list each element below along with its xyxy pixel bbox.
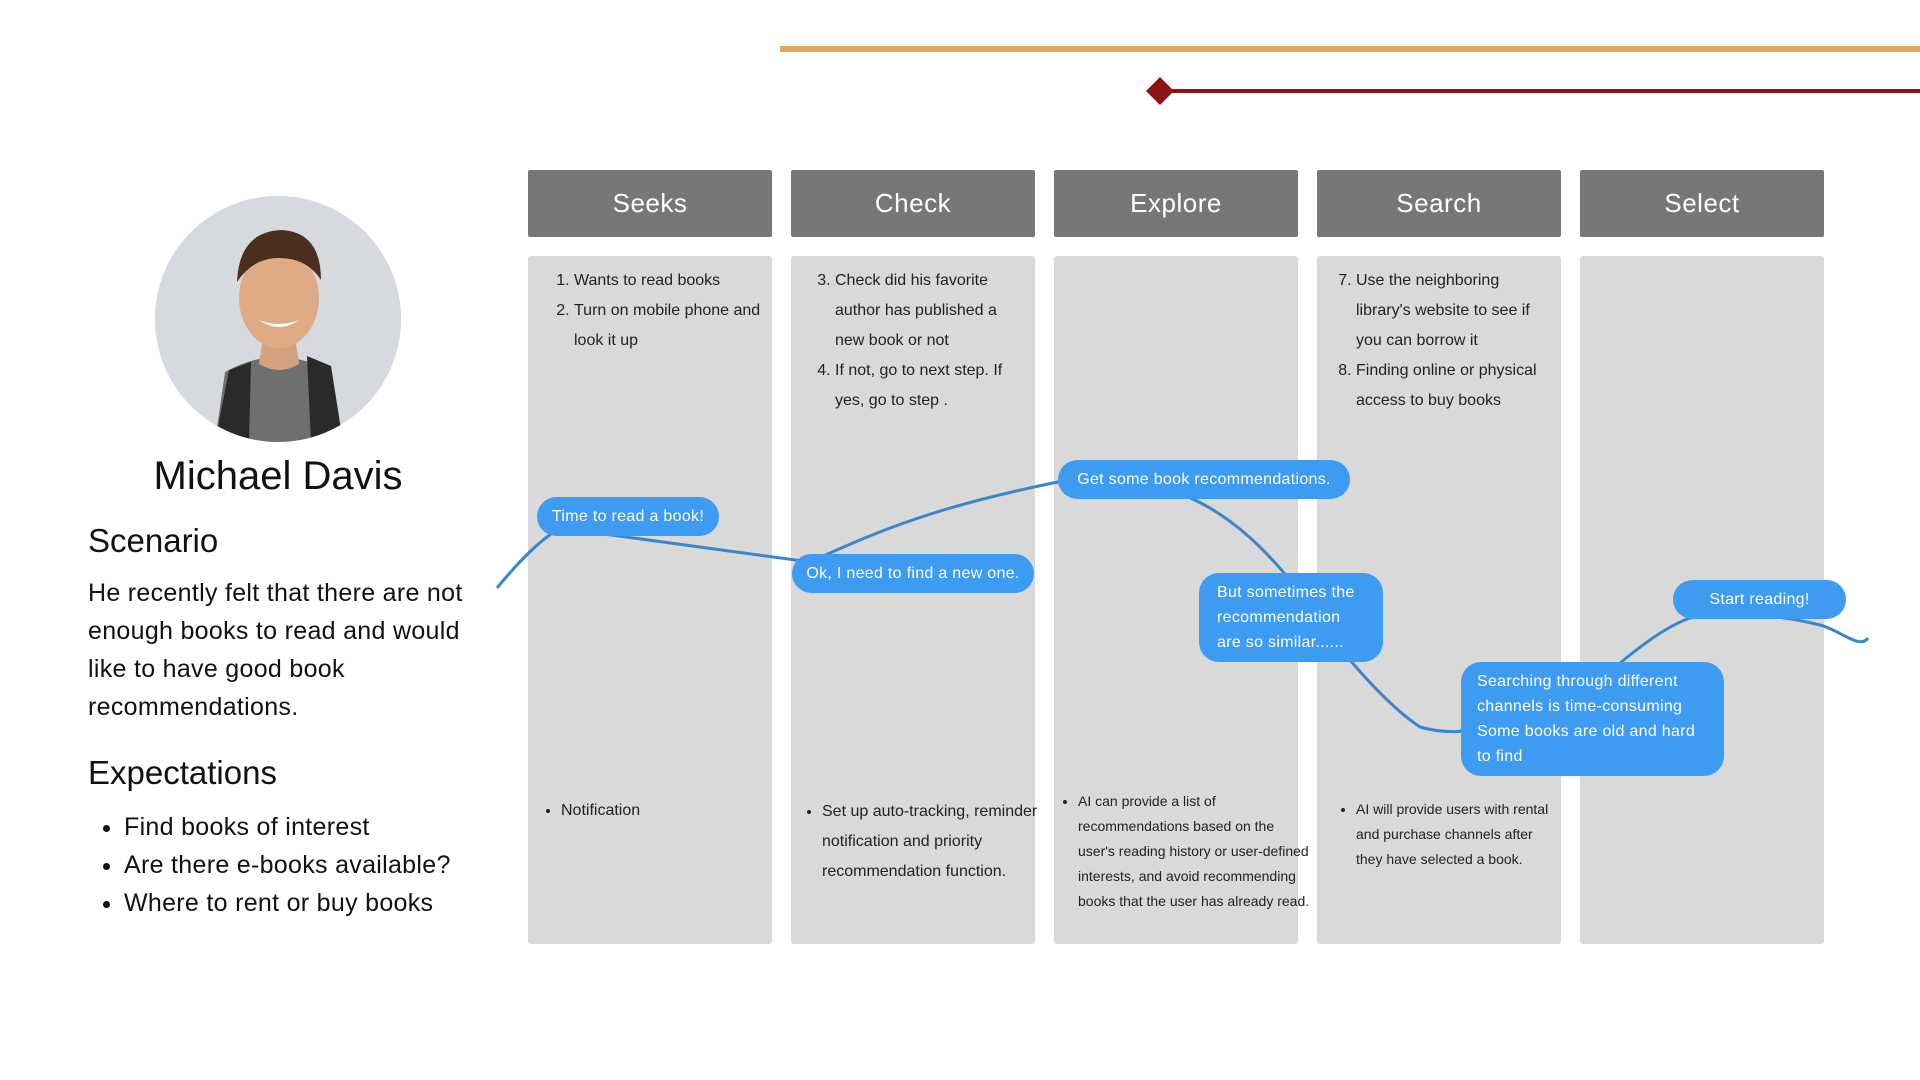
emotion-bubble: But sometimes the recommendation are so …: [1199, 573, 1383, 662]
emotion-bubble: Searching through different channels is …: [1461, 662, 1724, 776]
expectations-list: Find books of interest Are there e-books…: [88, 808, 451, 922]
expectation-item: Where to rent or buy books: [124, 884, 451, 922]
steps-list-search: Use the neighboring library's website to…: [1336, 266, 1546, 416]
feature-item: AI will provide users with rental and pu…: [1356, 797, 1556, 872]
scenario-heading: Scenario: [88, 522, 219, 559]
feature-item: Notification: [561, 796, 761, 826]
avatar: [155, 196, 401, 442]
step-item: Use the neighboring library's website to…: [1356, 266, 1546, 356]
step-item: Turn on mobile phone and look it up: [574, 296, 764, 356]
expectation-item: Find books of interest: [124, 808, 451, 846]
emotion-bubble: Get some book recommendations.: [1058, 460, 1350, 499]
steps-list-seeks: Wants to read books Turn on mobile phone…: [554, 266, 764, 356]
stage-header-check: Check: [791, 170, 1035, 237]
step-item: Check did his favorite author has publis…: [835, 266, 1025, 356]
expectations-heading: Expectations: [88, 754, 277, 791]
features-list-seeks: Notification: [543, 796, 761, 826]
emotion-bubble: Start reading!: [1673, 580, 1846, 619]
step-item: Finding online or physical access to buy…: [1356, 356, 1546, 416]
step-item: If not, go to next step. If yes, go to s…: [835, 356, 1025, 416]
red-diamond-marker: [1146, 77, 1174, 105]
stage-column-seeks: [528, 256, 772, 944]
features-list-explore: AI can provide a list of recommendations…: [1060, 789, 1312, 914]
feature-item: Set up auto-tracking, reminder notificat…: [822, 797, 1044, 887]
features-list-check: Set up auto-tracking, reminder notificat…: [804, 797, 1044, 887]
steps-list-check: Check did his favorite author has publis…: [815, 266, 1025, 416]
stage-header-search: Search: [1317, 170, 1561, 237]
person-photo-icon: [155, 196, 401, 442]
expectation-item: Are there e-books available?: [124, 846, 451, 884]
scenario-text: He recently felt that there are not enou…: [88, 579, 463, 721]
features-list-search: AI will provide users with rental and pu…: [1338, 797, 1556, 872]
persona-name: Michael Davis: [153, 454, 403, 498]
feature-item: AI can provide a list of recommendations…: [1078, 789, 1312, 914]
stage-header-select: Select: [1580, 170, 1824, 237]
stage-header-explore: Explore: [1054, 170, 1298, 237]
stage-header-seeks: Seeks: [528, 170, 772, 237]
step-item: Wants to read books: [574, 266, 764, 296]
emotion-bubble: Time to read a book!: [537, 497, 719, 536]
emotion-bubble: Ok, I need to find a new one.: [792, 554, 1034, 593]
